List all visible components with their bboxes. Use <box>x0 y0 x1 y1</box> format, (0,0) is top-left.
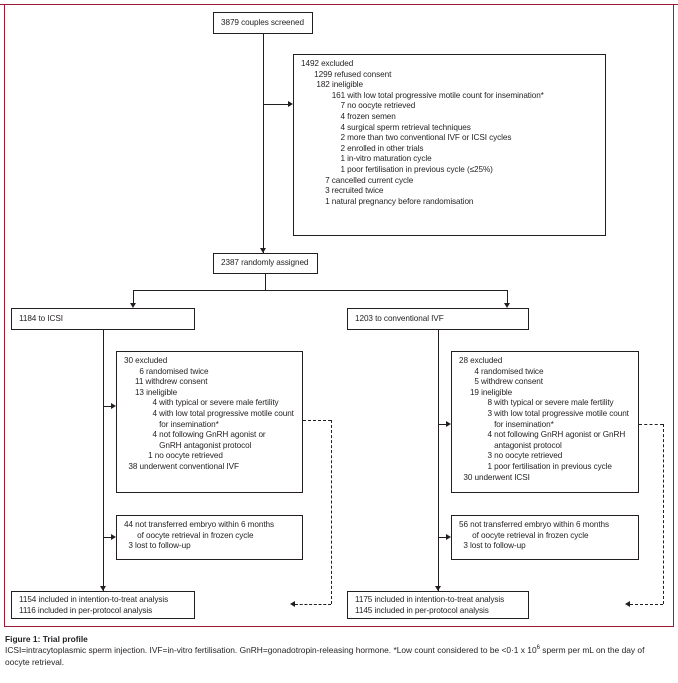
dashed-icsi-exclusion-bottom <box>295 604 331 605</box>
figure-frame-left-border <box>4 4 5 626</box>
figure-caption: Figure 1: Trial profile ICSI=intracytopl… <box>5 634 669 668</box>
dashed-ivf-exclusion-bottom <box>630 604 663 605</box>
connector-ivf-to-frozen <box>438 537 446 538</box>
arrowhead-randomised-in <box>259 248 266 253</box>
randomised-box: 2387 randomly assigned <box>213 253 318 274</box>
figure-caption-superscript: 6 <box>536 645 540 652</box>
analysis-ivf-box: 1175 included in intention-to-treat anal… <box>347 591 529 619</box>
analysis-icsi-box: 1154 included in intention-to-treat anal… <box>11 591 195 619</box>
connector-to-icsi-arm <box>133 290 134 303</box>
connector-icsi-to-excluded <box>103 406 111 407</box>
figure-caption-body: ICSI=intracytoplasmic sperm injection. I… <box>5 645 669 668</box>
dashed-icsi-exclusion-top <box>303 420 331 421</box>
arrowhead-excluded-ivf-in <box>446 420 451 427</box>
frozen-icsi-box: 44 not transferred embryo within 6 month… <box>116 515 303 560</box>
arrowhead-frozen-icsi-in <box>111 533 116 540</box>
connector-randomised-stem <box>265 274 266 290</box>
flow-diagram-canvas: 3879 couples screened 1492 excluded 1299… <box>11 12 664 619</box>
dashed-icsi-exclusion-vertical <box>331 420 332 604</box>
connector-icsi-trunk <box>103 330 104 592</box>
screened-box: 3879 couples screened <box>213 12 313 34</box>
excluded-ivf-box: 28 excluded 4 randomised twice 5 withdre… <box>451 351 639 493</box>
connector-randomised-split <box>133 290 507 291</box>
arrowhead-icsi-arm-in <box>129 303 136 308</box>
connector-to-ivf-arm <box>507 290 508 303</box>
connector-screened-to-excluded <box>263 104 288 105</box>
figure-frame-right-border <box>673 4 674 626</box>
figure-frame-top-border <box>0 4 678 5</box>
arm-icsi-box: 1184 to ICSI <box>11 308 195 330</box>
arrowhead-analysis-ivf-in <box>434 586 441 591</box>
connector-ivf-to-excluded <box>438 424 446 425</box>
figure-caption-body-part1: ICSI=intracytoplasmic sperm injection. I… <box>5 645 537 656</box>
connector-ivf-trunk <box>438 330 439 592</box>
frozen-ivf-box: 56 not transferred embryo within 6 month… <box>451 515 639 560</box>
arrowhead-excluded-screening-in <box>288 100 293 107</box>
dashed-ivf-exclusion-vertical <box>663 424 664 604</box>
excluded-screening-box: 1492 excluded 1299 refused consent 182 i… <box>293 54 606 236</box>
arrowhead-ivf-arm-in <box>503 303 510 308</box>
arm-ivf-box: 1203 to conventional IVF <box>347 308 529 330</box>
arrowhead-crossover-to-icsi-analysis <box>625 600 630 607</box>
arrowhead-crossover-to-ivf-analysis <box>290 600 295 607</box>
connector-screened-to-randomised <box>263 34 264 253</box>
arrowhead-frozen-ivf-in <box>446 533 451 540</box>
figure-caption-title: Figure 1: Trial profile <box>5 634 88 644</box>
dashed-ivf-exclusion-top <box>639 424 663 425</box>
excluded-icsi-box: 30 excluded 6 randomised twice 11 withdr… <box>116 351 303 493</box>
connector-icsi-to-frozen <box>103 537 111 538</box>
figure-frame-bottom-border <box>4 626 674 627</box>
arrowhead-excluded-icsi-in <box>111 402 116 409</box>
arrowhead-analysis-icsi-in <box>99 586 106 591</box>
figure-caption-body-part2: sperm per mL on the day of oocyte retrie… <box>5 645 645 667</box>
